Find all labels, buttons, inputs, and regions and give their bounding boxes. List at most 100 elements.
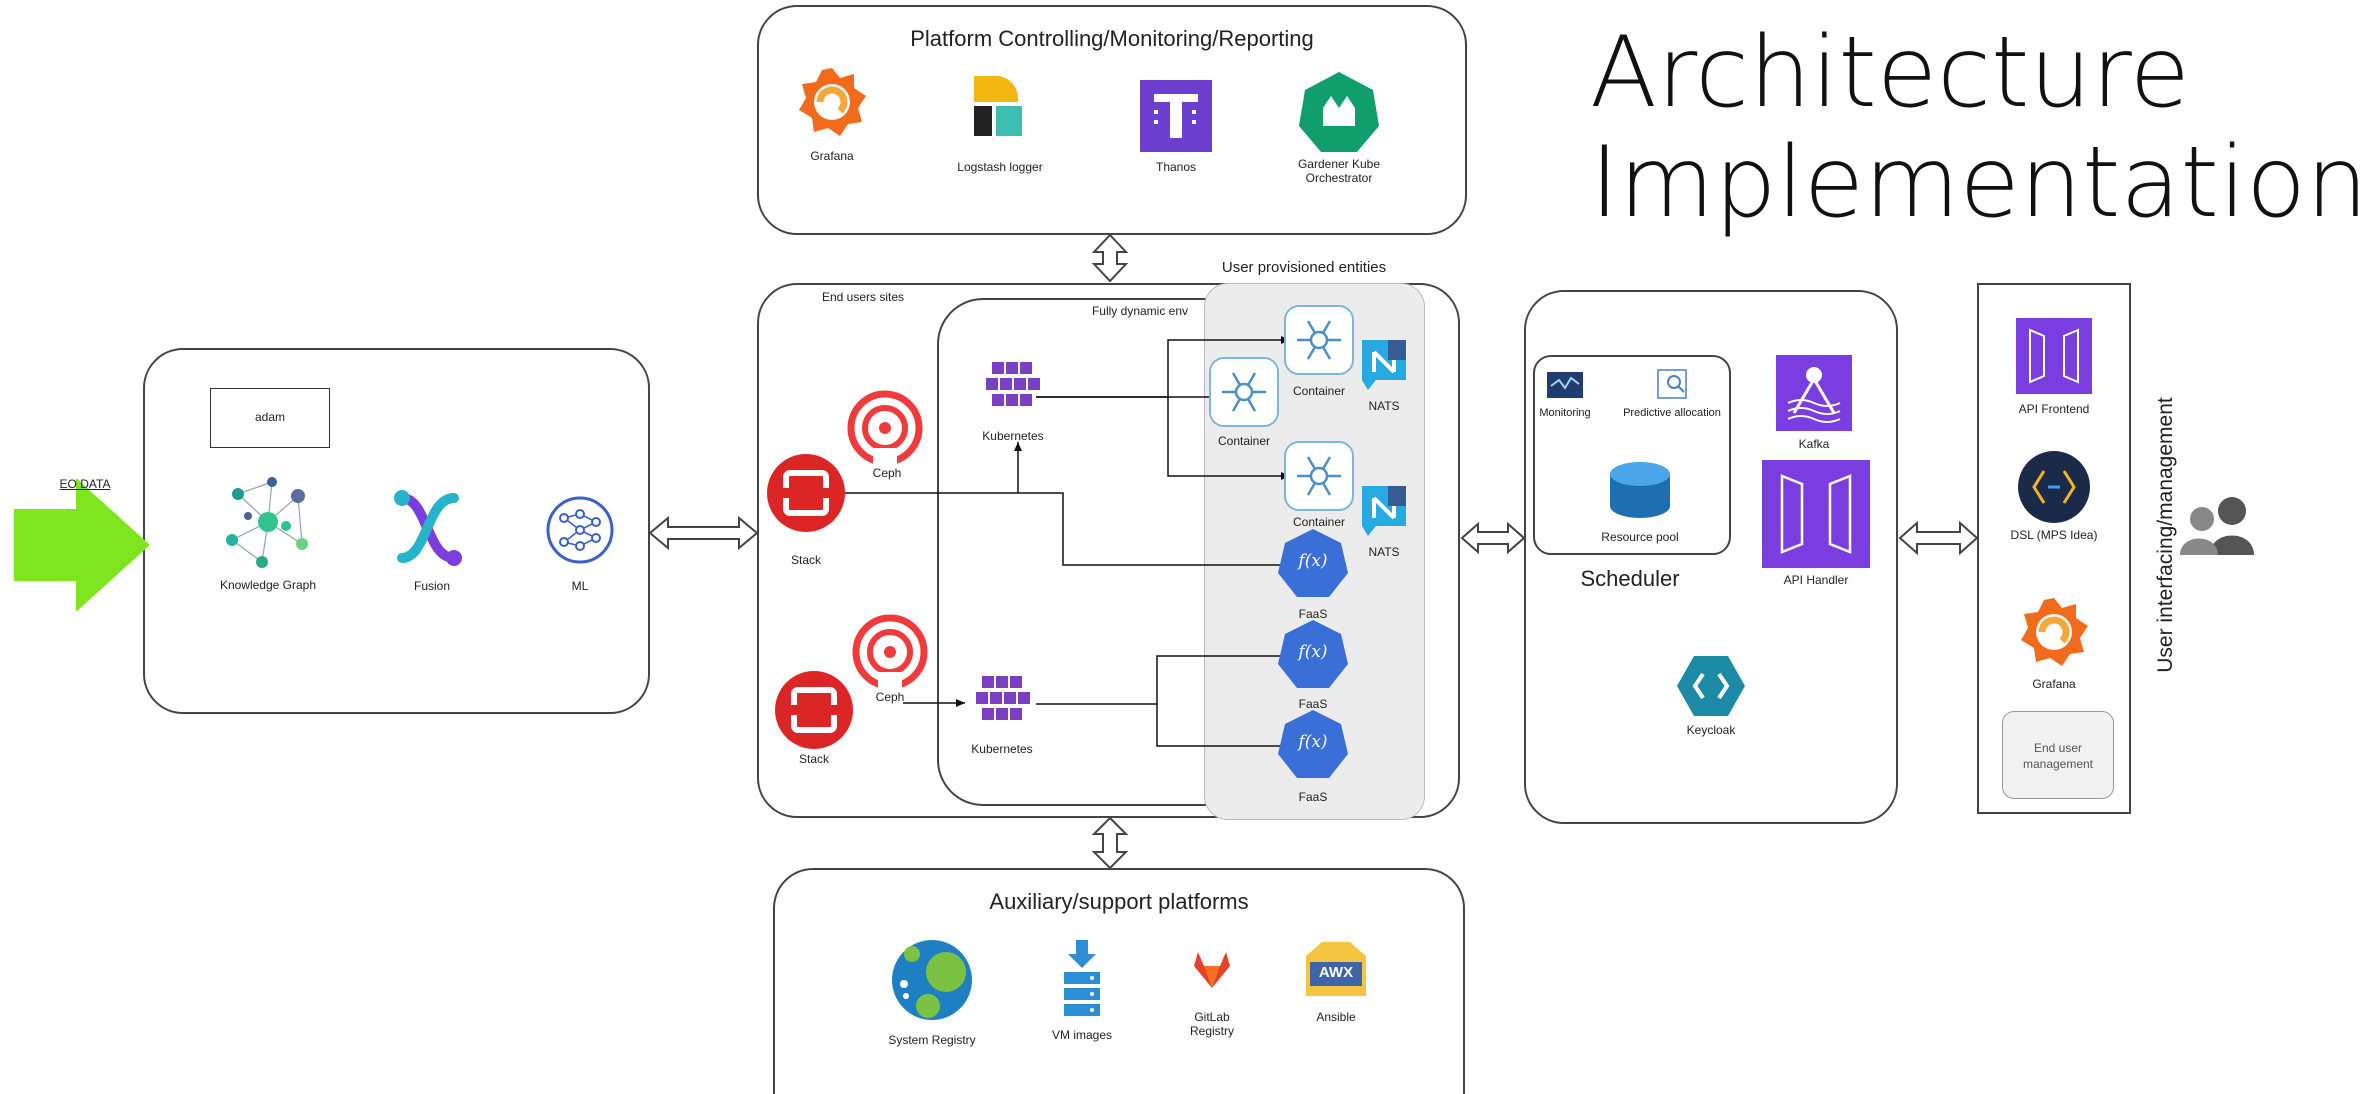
connector-kube1-container3 <box>1167 397 1290 480</box>
api-frontend-icon <box>2016 318 2092 394</box>
double-arrow-bottom <box>1091 816 1129 870</box>
nats-label-2: NATS <box>1368 545 1400 559</box>
auxiliary-panel-title: Auxiliary/support platforms <box>989 889 1249 914</box>
system-registry-icon <box>892 940 972 1020</box>
connector-stack1-faas1 <box>807 492 1290 569</box>
gitlab-label-line-2: Registry <box>1189 1024 1234 1038</box>
grafana-label-2: Grafana <box>2032 677 2076 691</box>
kafka-icon <box>1776 355 1852 431</box>
scheduler-inner-box <box>1533 355 1731 555</box>
keycloak-label: Keycloak <box>1686 723 1736 737</box>
title-line-1: Architecture <box>1590 16 2190 130</box>
user-interfacing-title: User interfacing/management <box>2154 397 2177 673</box>
faas-icon-1 <box>1278 529 1348 597</box>
double-arrow-left <box>648 515 759 551</box>
gardener-label-line-2: Orchestrator <box>1305 171 1373 185</box>
ceph-icon-2 <box>852 614 928 690</box>
users-icon <box>2180 497 2254 555</box>
ml-label: ML <box>571 579 589 593</box>
user-provisioned-label: User provisioned entities <box>1221 259 1387 276</box>
faas-glyph-2: f(x) <box>1298 642 1328 662</box>
container-label-3: Container <box>1292 515 1346 529</box>
faas-glyph-3: f(x) <box>1298 732 1328 752</box>
end-user-management-box[interactable] <box>2002 711 2114 799</box>
kubernetes-label-1: Kubernetes <box>982 429 1044 443</box>
double-arrow-top <box>1091 233 1129 283</box>
faas-label-1: FaaS <box>1298 607 1328 621</box>
nats-icon-1 <box>1362 340 1406 390</box>
dsl-icon <box>2018 451 2090 523</box>
awx-badge-text: AWX <box>1318 964 1354 981</box>
predictive-allocation-icon <box>1657 369 1687 399</box>
gitlab-label-line-1: GitLab <box>1194 1010 1230 1024</box>
container-icon-2 <box>1209 357 1279 427</box>
system-registry-label: System Registry <box>888 1033 976 1047</box>
double-arrow-scheduler <box>1460 521 1526 555</box>
end-user-label-line-2: management <box>2022 757 2094 771</box>
openstack-icon-1 <box>767 454 845 532</box>
faas-icon-3 <box>1278 710 1348 778</box>
ceph-icon-1 <box>847 390 923 466</box>
adam-label: adam <box>254 410 286 424</box>
logstash-label: Logstash logger <box>957 160 1043 174</box>
connector-kube2-faas3 <box>1156 704 1290 750</box>
end-user-label-line-1: End user <box>2033 741 2083 755</box>
end-users-sites-label: End users sites <box>821 290 905 304</box>
thanos-icon <box>1140 80 1212 152</box>
ansible-awx-icon <box>1306 942 1366 996</box>
monitoring-icon <box>1547 372 1583 398</box>
ml-icon <box>546 496 614 564</box>
adam-box <box>210 388 330 448</box>
ceph-label-1: Ceph <box>872 466 902 480</box>
monitoring-label: Monitoring <box>1539 407 1591 419</box>
knowledge-graph-label: Knowledge Graph <box>219 578 317 592</box>
grafana-label: Grafana <box>810 149 854 163</box>
user-interfacing-panel <box>1977 283 2131 814</box>
thanos-label: Thanos <box>1155 160 1197 174</box>
gardener-label-line-1: Gardener Kube <box>1297 157 1381 171</box>
api-handler-label: API Handler <box>1783 573 1849 587</box>
dsl-label: DSL (MPS Idea) <box>2010 528 2098 542</box>
container-label-1: Container <box>1292 384 1346 398</box>
kubernetes-label-2: Kubernetes <box>971 742 1033 756</box>
title-line-2: Implementation <box>1590 126 2369 240</box>
gardener-icon <box>1299 72 1379 152</box>
grafana-icon-2 <box>2021 598 2088 666</box>
kafka-label: Kafka <box>1798 437 1830 451</box>
openstack-icon-2 <box>775 671 853 749</box>
container-icon-1 <box>1284 305 1354 375</box>
knowledge-graph-icon <box>226 477 308 568</box>
gitlab-icon <box>1194 952 1230 988</box>
stack-label-2: Stack <box>798 752 829 766</box>
keycloak-icon <box>1677 656 1745 716</box>
kubernetes-icon-1 <box>986 362 1040 406</box>
ansible-label: Ansible <box>1316 1010 1356 1024</box>
logstash-icon <box>974 76 1022 136</box>
nats-label-1: NATS <box>1368 399 1400 413</box>
kubernetes-icon-2 <box>976 676 1030 720</box>
fully-dynamic-env-label: Fully dynamic env <box>1091 304 1189 318</box>
resource-pool-icon <box>1610 462 1670 518</box>
ceph-label-2: Ceph <box>875 690 905 704</box>
vm-images-icon <box>1064 940 1100 1016</box>
fusion-icon <box>394 490 462 566</box>
fusion-label: Fusion <box>413 579 451 593</box>
grafana-icon <box>799 68 866 136</box>
double-arrow-user <box>1898 520 1979 556</box>
connector-kube2-faas <box>1036 652 1290 705</box>
eo-data-label: EO DATA <box>59 477 111 491</box>
faas-icon-2 <box>1278 620 1348 688</box>
container-label-2: Container <box>1217 434 1271 448</box>
faas-label-3: FaaS <box>1298 790 1328 804</box>
eo-data-arrow <box>14 478 150 612</box>
left-panel <box>143 348 650 714</box>
api-frontend-label: API Frontend <box>2018 402 2090 416</box>
container-icon-3 <box>1284 441 1354 511</box>
scheduler-title: Scheduler <box>1580 566 1680 591</box>
predictive-allocation-label: Predictive allocation <box>1623 407 1721 419</box>
monitoring-panel-title: Platform Controlling/Monitoring/Reportin… <box>910 26 1314 51</box>
vm-images-label: VM images <box>1051 1028 1113 1042</box>
faas-glyph-1: f(x) <box>1298 551 1328 571</box>
faas-label-2: FaaS <box>1298 697 1328 711</box>
